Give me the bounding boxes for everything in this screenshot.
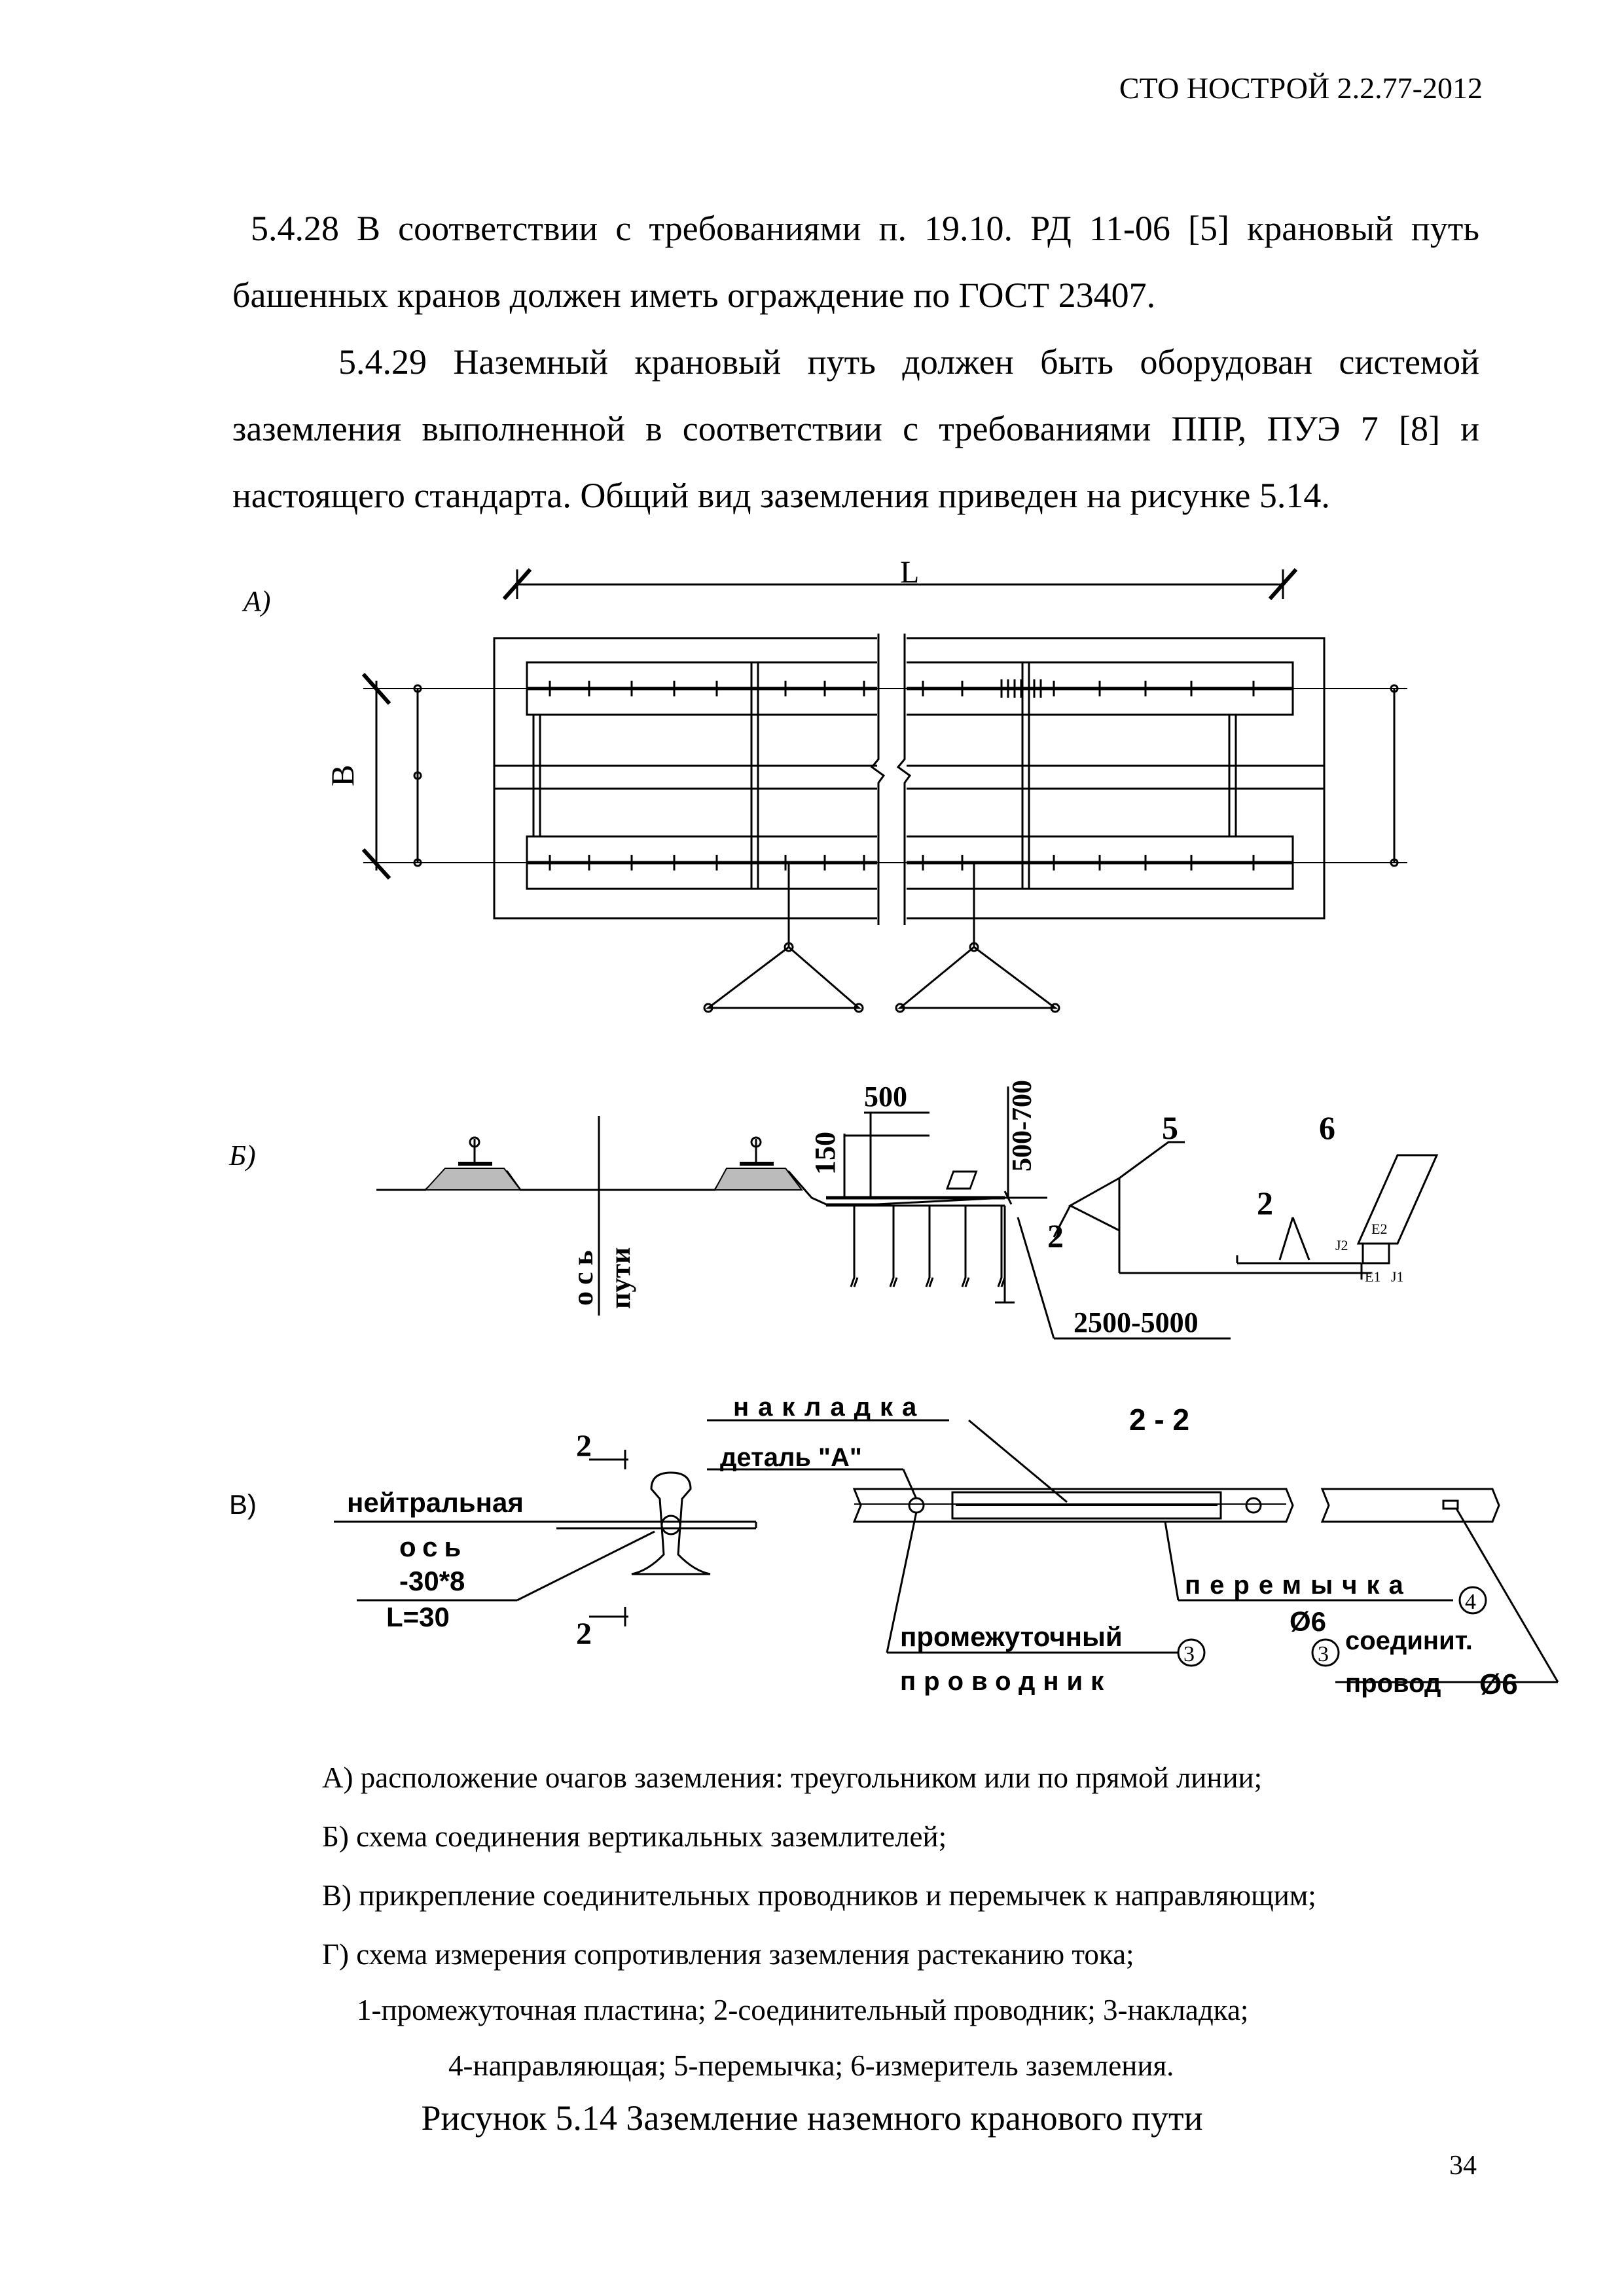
meter-e2-text: Е2 [1371, 1221, 1387, 1237]
num-3b-text: 3 [1318, 1642, 1329, 1666]
connect-text-2: провод [1345, 1669, 1441, 1698]
dim-b-text: B [324, 764, 361, 786]
panel-a-label: А) [244, 585, 271, 617]
caption-legend-2: 4-направляющая; 5-перемычка; 6-измерител… [448, 2049, 1174, 2082]
paragraph-5-4-28: 5.4.28 В соответствии с требованиями п. … [232, 209, 1479, 315]
peremychka-text: перемычка [1185, 1571, 1413, 1600]
num-3a-text: 3 [1183, 1642, 1195, 1666]
caption-line-g: Г) схема измерения сопротивления заземле… [322, 1938, 1134, 1971]
neutral-axis-text-1: нейтральная [347, 1487, 524, 1518]
caption-legend-1: 1-промежуточная пластина; 2-соединительн… [357, 1994, 1249, 2026]
intermediate-text-1: промежуточный [900, 1621, 1123, 1652]
panel-a-plan-view [361, 568, 1407, 1013]
dim-2500-5000-text: 2500-5000 [1074, 1306, 1199, 1338]
detail-a-text: деталь "А" [720, 1443, 862, 1472]
panel-b-section [376, 1086, 1439, 1340]
document-code: СТО НОСТРОЙ 2.2.77-2012 [1119, 71, 1483, 105]
intermediate-text-2: проводник [900, 1667, 1111, 1696]
item-6-text: 6 [1319, 1109, 1335, 1146]
panel-v-fastening [334, 1419, 1559, 1683]
caption-line-a: А) расположение очагов заземления: треуг… [322, 1761, 1263, 1794]
connect-dia-text: Ø6 [1479, 1668, 1518, 1700]
neutral-axis-text-2: ось [399, 1532, 467, 1562]
item-2a-text: 2 [1047, 1217, 1064, 1254]
section-mark-bottom: 2 [576, 1617, 592, 1651]
num-4-text: 4 [1465, 1590, 1476, 1614]
peremychka-dia-text: Ø6 [1290, 1606, 1326, 1637]
item-2b-text: 2 [1257, 1185, 1273, 1221]
caption-line-b: Б) схема соединения вертикальных заземли… [322, 1820, 947, 1853]
dim-150-text: 150 [809, 1132, 841, 1175]
plate-length-text: L=30 [386, 1602, 450, 1632]
axis-label-1: ось [567, 1244, 599, 1306]
panel-b-label: Б) [229, 1139, 256, 1172]
dim-l-text: L [900, 555, 919, 590]
meter-j2-text: J2 [1335, 1237, 1348, 1253]
meter-e1-text: Е1 [1365, 1268, 1380, 1285]
page-number: 34 [1449, 2151, 1477, 2181]
section-2-2-text: 2 - 2 [1129, 1403, 1189, 1437]
item-5-text: 5 [1162, 1109, 1178, 1146]
connect-text-1: соединит. [1345, 1626, 1473, 1655]
plate-size-text: -30*8 [399, 1566, 465, 1596]
meter-j1-text: J1 [1391, 1268, 1404, 1285]
axis-label-2: пути [604, 1247, 636, 1309]
paragraph-5-4-29: 5.4.29 Наземный крановый путь должен быт… [232, 342, 1479, 515]
dim-500-700-text: 500-700 [1007, 1080, 1038, 1172]
nakladka-text: накладка [733, 1393, 926, 1422]
panel-v-label: В) [229, 1489, 257, 1520]
dim-500-text: 500 [864, 1081, 907, 1113]
section-mark-top: 2 [576, 1429, 592, 1463]
caption-line-v: В) прикрепление соединительных проводник… [322, 1879, 1316, 1912]
figure-title: Рисунок 5.14 Заземление наземного кранов… [421, 2098, 1203, 2138]
